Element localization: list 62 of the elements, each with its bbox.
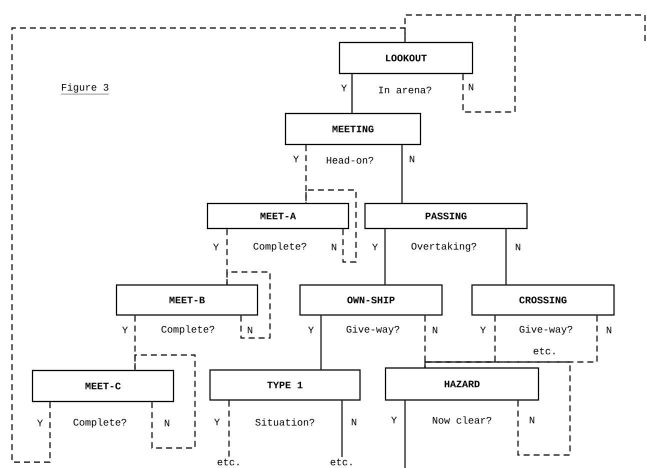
continuation-label: etc. [330,458,352,466]
connector [341,400,343,458]
question-text: Complete? [162,325,214,335]
connector [305,189,357,263]
branch-label: Y [308,326,314,334]
figure-label: Figure 3 [60,83,110,94]
branch-label: N [248,326,252,334]
question-text: Overtaking? [412,242,476,252]
process-box: MEET-B [116,284,258,316]
question-text: Now clear? [432,416,492,424]
question-text: Head-on? [326,156,374,164]
continuation-label: etc. [534,348,555,354]
process-box: CROSSING [471,284,615,316]
connector [134,316,136,370]
connector [424,361,571,456]
connector [11,27,406,463]
connector [401,145,403,203]
process-box: OWN-SHIP [299,284,443,316]
connector [320,316,322,370]
question-text: Complete? [254,242,306,252]
branch-label: N [164,420,170,426]
process-box: TYPE 1 [209,369,361,401]
process-box: LOOKOUT [338,42,474,74]
branch-label: N [432,326,438,334]
branch-label: N [606,326,612,334]
branch-label: Y [37,420,43,426]
process-box: MEET-A [206,202,350,230]
process-box: HAZARD [384,367,540,401]
connector [134,354,196,449]
question-text: In arena? [379,86,432,94]
connector [226,271,271,339]
question-text: Complete? [74,418,126,428]
branch-label: N [468,84,474,90]
process-box: MEET-C [32,370,174,402]
branch-label: N [352,418,356,426]
branch-label: N [410,156,414,162]
branch-label: N [530,416,534,424]
question-text: Give-way? [520,325,572,335]
branch-label: Y [122,326,128,334]
connector [404,400,406,468]
connector [404,14,516,113]
branch-label: Y [341,84,347,92]
branch-label: Y [480,326,486,334]
question-text: Situation? [255,418,314,426]
process-box: MEETING [284,112,422,146]
connector [351,74,353,113]
connector [505,229,507,284]
branch-label: Y [391,416,397,424]
branch-label: N [516,244,520,250]
connector [305,145,307,203]
branch-label: N [332,244,336,250]
branch-label: Y [214,418,220,426]
branch-label: Y [213,244,219,250]
connector [424,316,598,368]
branch-label: Y [372,244,378,250]
connector [226,229,228,284]
continuation-label: etc. [218,458,239,466]
question-text: Give-way? [346,325,400,335]
process-box: PASSING [364,202,528,230]
connector [228,400,230,458]
connector [384,229,386,284]
branch-label: Y [293,156,299,162]
